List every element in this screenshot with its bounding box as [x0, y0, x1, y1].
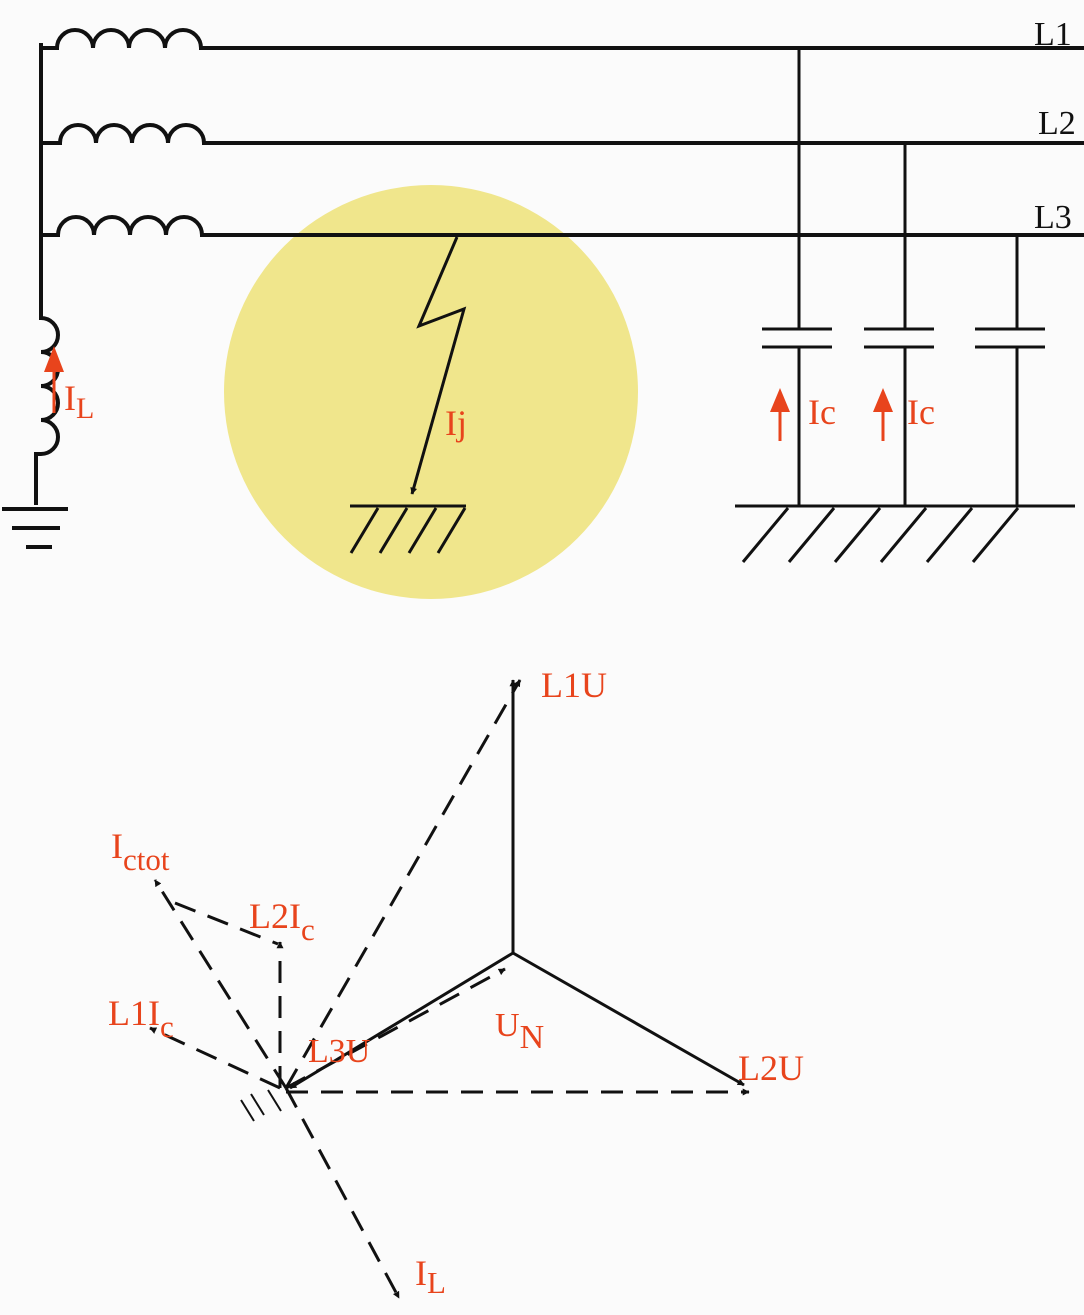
phasor-l1ic [149, 1026, 281, 1090]
circuit-diagram [2, 28, 1084, 549]
label-l1ic: L1Ic [108, 993, 174, 1044]
label-ic-1: Ic [808, 392, 836, 432]
coil-l1 [41, 28, 209, 50]
coil-l3 [41, 215, 204, 237]
petersen-coil [34, 313, 60, 505]
label-l3: L3 [1034, 199, 1072, 236]
label-coil-current: IL [64, 378, 94, 425]
label-l1u: L1U [541, 665, 607, 705]
phasor-ictot [153, 879, 288, 1089]
ic-arrow-2 [873, 388, 893, 441]
origin-marks [240, 1089, 282, 1122]
fault-zone-highlight [224, 185, 638, 599]
label-ictot: Ictot [111, 826, 170, 877]
label-l3u: L3U [308, 1033, 370, 1070]
phasor-l1u-shift [284, 679, 522, 1089]
label-l1: L1 [1034, 16, 1072, 53]
phasor-diagram [149, 679, 750, 1299]
current-arrows [44, 346, 893, 441]
fault-path [349, 236, 467, 554]
label-il: IL [415, 1253, 446, 1300]
label-ic-2: Ic [907, 392, 935, 432]
phasor-un [285, 967, 506, 1090]
label-l2: L2 [1038, 105, 1076, 142]
phasor-l2ic-tip-link [174, 901, 279, 946]
label-un: UN [495, 1007, 544, 1056]
ground-symbol [2, 507, 68, 549]
phasor-l2u [512, 951, 745, 1087]
line-capacitors [735, 48, 1075, 563]
il-arrow [44, 346, 64, 413]
label-l2ic: L2Ic [249, 896, 315, 947]
coil-l2 [41, 123, 207, 145]
label-l2u: L2U [738, 1048, 804, 1088]
ic-arrow-1 [770, 388, 790, 441]
label-fault-current: Ij [445, 403, 467, 443]
phasor-il [284, 1087, 401, 1299]
